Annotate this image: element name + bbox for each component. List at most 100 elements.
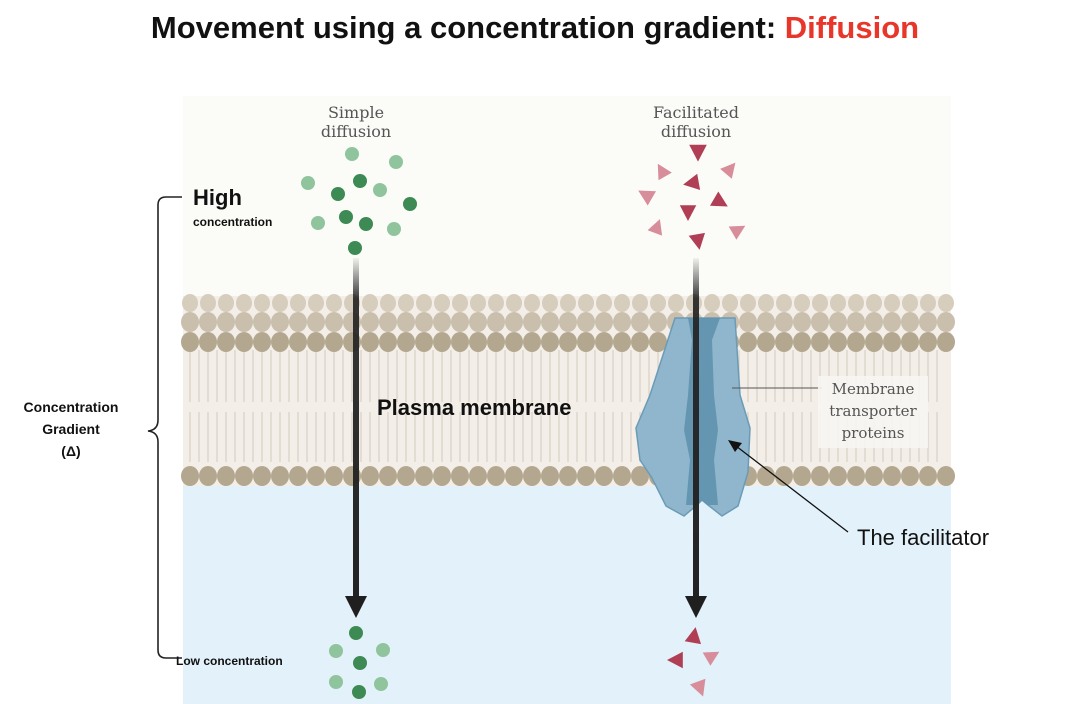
lipid-head (326, 294, 342, 312)
lipid-head (397, 332, 415, 352)
lipid-head (362, 294, 378, 312)
lipid-head (397, 312, 415, 332)
lipid-head (217, 466, 235, 486)
lipid-head (631, 466, 649, 486)
title-main: Movement using a concentration gradient: (150, 10, 785, 45)
lipid-head (613, 332, 631, 352)
lipid-head (254, 294, 270, 312)
lipid-head (937, 332, 955, 352)
lipid-head (776, 294, 792, 312)
lipid-head (775, 332, 793, 352)
lipid-head (937, 466, 955, 486)
lipid-head (271, 466, 289, 486)
lipid-head (919, 466, 937, 486)
lipid-head (631, 312, 649, 332)
red-molecule (689, 678, 706, 697)
lipid-head (308, 294, 324, 312)
green-molecule (329, 644, 343, 658)
lipid-head (811, 312, 829, 332)
lipid-head (271, 332, 289, 352)
plasma-membrane-label: Plasma membrane (377, 395, 571, 420)
red-molecules-low (667, 627, 720, 697)
gradient-bracket (147, 196, 182, 659)
lipid-head (793, 332, 811, 352)
lipid-head (596, 294, 612, 312)
lipid-head (415, 466, 433, 486)
red-molecule (657, 163, 672, 181)
lipid-head (577, 466, 595, 486)
lipid-head (380, 294, 396, 312)
lipid-head (253, 332, 271, 352)
lipid-head (434, 294, 450, 312)
lipid-head (361, 312, 379, 332)
lipid-head (488, 294, 504, 312)
lipid-head (577, 332, 595, 352)
lipid-head (668, 294, 684, 312)
lipid-head (542, 294, 558, 312)
lipid-head (199, 466, 217, 486)
green-molecule (339, 210, 353, 224)
red-molecule (684, 627, 701, 645)
red-molecule (720, 162, 736, 179)
lipid-head (829, 466, 847, 486)
red-molecule (638, 190, 656, 206)
lipid-head (595, 312, 613, 332)
lipid-head (577, 312, 595, 332)
green-molecules-high (301, 147, 417, 255)
simple-diffusion-label-2: diffusion (321, 122, 391, 141)
lipid-head (289, 312, 307, 332)
lipid-head (523, 332, 541, 352)
gradient-label-1: Concentration (24, 399, 119, 415)
transporter-label-1: Membrane (832, 380, 915, 398)
lipid-head (811, 466, 829, 486)
green-molecule (359, 217, 373, 231)
lipid-head (397, 466, 415, 486)
lipid-head (649, 312, 667, 332)
low-concentration-label: Low concentration (176, 654, 283, 668)
lipid-head (919, 332, 937, 352)
lipid-head (614, 294, 630, 312)
lipid-head (631, 332, 649, 352)
lipid-head (757, 332, 775, 352)
gradient-label-3: (Δ) (61, 443, 80, 459)
lipid-head (740, 294, 756, 312)
lipid-head (559, 312, 577, 332)
lipid-head (649, 332, 667, 352)
lipid-head (524, 294, 540, 312)
lipid-head (416, 294, 432, 312)
lipid-head (199, 332, 217, 352)
title-accent: Diffusion (784, 10, 920, 45)
lipid-head (415, 312, 433, 332)
lipid-head (290, 294, 306, 312)
lipid-head (199, 312, 217, 332)
lipid-head (433, 312, 451, 332)
lipid-head (884, 294, 900, 312)
red-molecule (667, 651, 683, 669)
facilitator-label: The facilitator (857, 525, 989, 550)
lipid-head (919, 312, 937, 332)
lipid-head (325, 466, 343, 486)
lipid-head (181, 332, 199, 352)
lipid-head (253, 466, 271, 486)
lipid-head (217, 312, 235, 332)
lipid-head (361, 332, 379, 352)
green-molecule (311, 216, 325, 230)
lipid-head (541, 466, 559, 486)
lipid-head (469, 332, 487, 352)
lipid-head (487, 312, 505, 332)
lipid-head (218, 294, 234, 312)
green-molecule (349, 626, 363, 640)
green-molecule (374, 677, 388, 691)
lipid-head (398, 294, 414, 312)
lipid-head (325, 312, 343, 332)
lipid-head (200, 294, 216, 312)
lipid-head (883, 312, 901, 332)
lipid-head (235, 466, 253, 486)
simple-diffusion-arrow (345, 258, 367, 618)
lipid-head (182, 294, 198, 312)
lipid-head (505, 312, 523, 332)
lipid-head (379, 312, 397, 332)
lipid-head (451, 466, 469, 486)
lipid-head (506, 294, 522, 312)
lipid-head (650, 294, 666, 312)
